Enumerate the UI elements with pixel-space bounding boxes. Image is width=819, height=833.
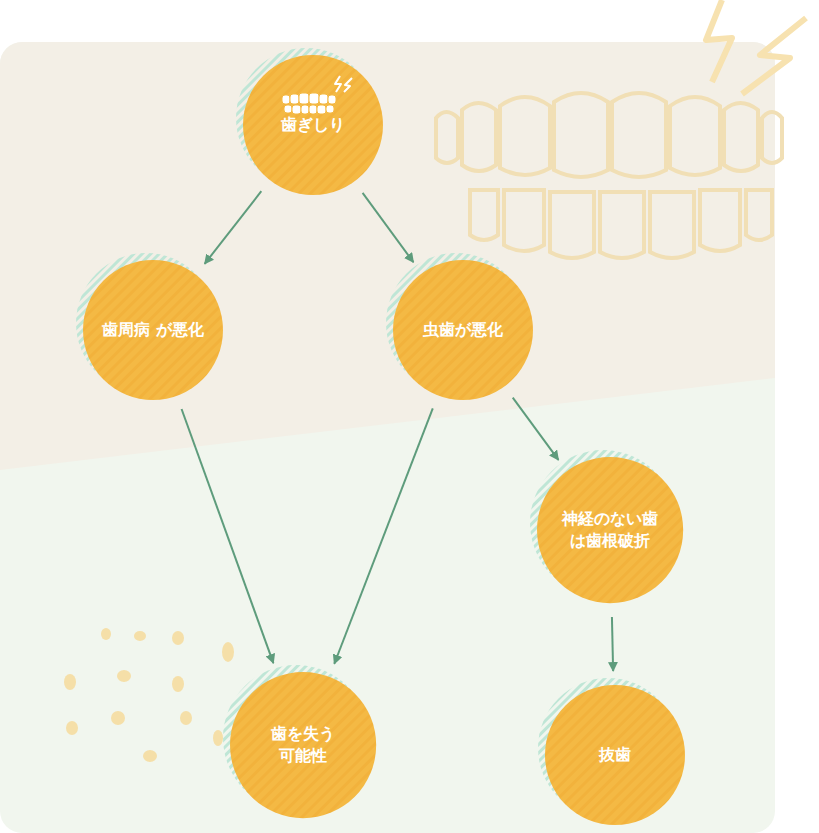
node-label: 歯ぎしり xyxy=(281,114,345,136)
circle-node: 歯周病 が悪化 xyxy=(83,260,223,400)
arrow-connector xyxy=(513,398,559,460)
circle-shape xyxy=(537,457,683,603)
upper-panel xyxy=(0,42,775,470)
node-label: 歯を失う 可能性 xyxy=(248,723,358,766)
arrow-connector xyxy=(363,193,414,262)
circle-node: 虫歯が悪化 xyxy=(393,260,533,400)
orange-circle xyxy=(393,260,533,400)
circle-node: 歯を失う 可能性 xyxy=(230,672,376,818)
node-label: 神経のない歯 は歯根破折 xyxy=(555,508,665,551)
node-label: 虫歯が悪化 xyxy=(423,319,503,341)
lightning-icon xyxy=(335,76,352,92)
arrow-connector xyxy=(205,191,262,264)
orange-circle xyxy=(537,457,683,603)
node-label: 抜歯 xyxy=(599,744,631,766)
circle-node: 歯ぎしり xyxy=(243,55,383,195)
arrow-connector xyxy=(334,408,432,663)
arrow-connector xyxy=(182,409,274,663)
lower-panel xyxy=(0,42,775,833)
circle-shape xyxy=(230,672,376,818)
orange-circle xyxy=(83,260,223,400)
circle-node: 抜歯 xyxy=(545,685,685,825)
lightning-bolts xyxy=(706,0,806,94)
tooth-crumbs xyxy=(64,628,234,762)
teeth-icon xyxy=(282,93,336,114)
node-label: 歯周病 が悪化 xyxy=(102,319,204,341)
orange-circle xyxy=(230,672,376,818)
arrow-connector xyxy=(612,617,613,671)
orange-circle xyxy=(545,685,685,825)
teeth-illustration xyxy=(436,93,782,258)
circle-node: 神経のない歯 は歯根破折 xyxy=(537,457,683,603)
orange-circle xyxy=(243,55,383,195)
